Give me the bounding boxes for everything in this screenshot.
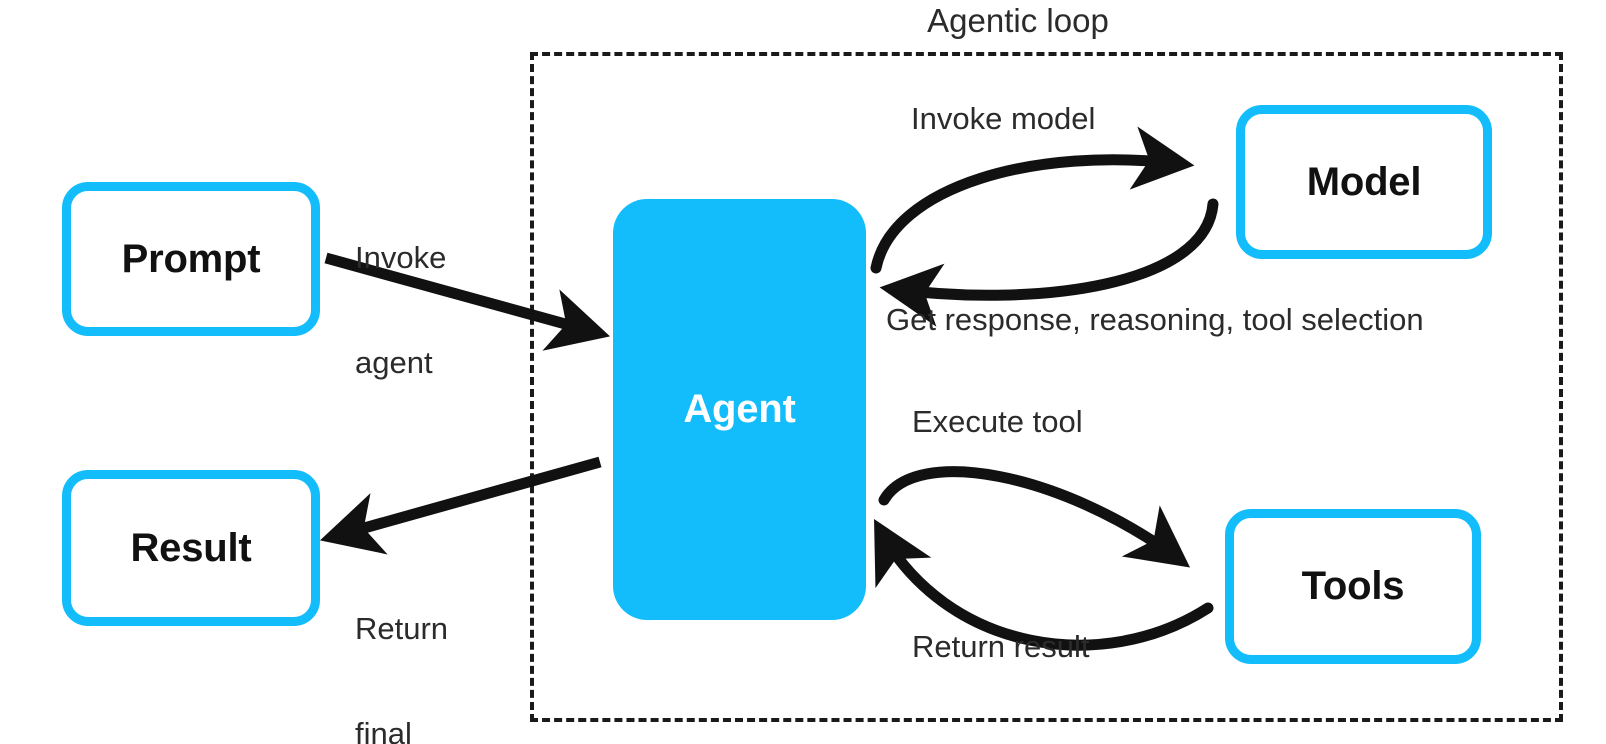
node-agent-label: Agent [683,387,796,431]
arrow-return-final-response [319,456,602,555]
arrow-invoke-model [870,126,1195,274]
node-tools[interactable]: Tools [1225,509,1481,664]
node-result[interactable]: Result [62,470,320,626]
node-model-label: Model [1306,159,1422,204]
edge-label-invoke-agent: Invoke agent [355,172,446,450]
edge-label-get-response: Get response, reasoning, tool selection [886,302,1424,337]
arrow-invoke-agent [324,252,611,351]
arrow-return-result [874,519,1214,651]
arrow-execute-tool [878,466,1191,568]
edge-label-return-result: Return result [912,629,1090,664]
node-tools-label: Tools [1301,564,1405,608]
edge-label-return-final-response: Return final response [355,543,483,744]
edge-label-invoke-model: Invoke model [911,101,1096,136]
agentic-loop-container [530,52,1563,722]
edge-label-invoke-agent-line2: agent [355,344,433,380]
edge-label-invoke-agent-line1: Invoke [355,240,447,276]
edge-label-return-final-line2: final [355,715,412,744]
edge-label-return-final-line1: Return [355,611,449,647]
node-model[interactable]: Model [1236,105,1492,259]
edge-label-execute-tool: Execute tool [912,404,1083,439]
node-agent[interactable]: Agent [613,199,866,620]
node-prompt-label: Prompt [121,236,261,281]
node-prompt[interactable]: Prompt [62,182,320,336]
agentic-loop-title: Agentic loop [927,2,1109,39]
node-result-label: Result [130,525,252,570]
arrow-get-response [879,198,1219,327]
